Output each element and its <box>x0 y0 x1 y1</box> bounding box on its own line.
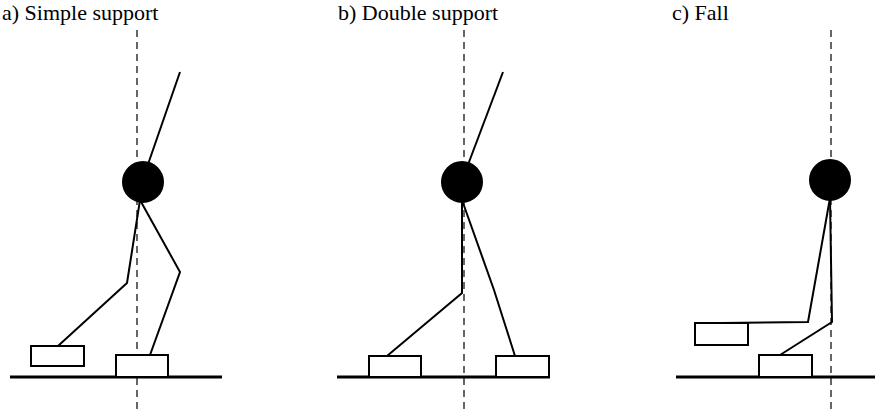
foot <box>759 355 812 377</box>
panel-caption: b) Double support <box>338 0 498 26</box>
torso <box>466 72 503 170</box>
swing-leg <box>722 198 830 323</box>
body-mass <box>810 160 850 200</box>
front-leg <box>462 200 515 356</box>
foot <box>31 346 84 366</box>
stance-leg <box>780 198 832 355</box>
panel-caption: a) Simple support <box>2 0 158 26</box>
foot <box>496 356 549 377</box>
foot <box>695 323 748 345</box>
body-mass <box>442 162 482 202</box>
torso <box>146 72 180 170</box>
swing-leg <box>58 200 140 346</box>
foot <box>369 356 421 377</box>
panel-caption: c) Fall <box>672 0 729 26</box>
rear-leg <box>387 200 462 356</box>
vertical-reference <box>463 30 464 410</box>
body-mass <box>123 162 163 202</box>
foot <box>116 355 168 377</box>
stance-leg <box>140 200 180 355</box>
